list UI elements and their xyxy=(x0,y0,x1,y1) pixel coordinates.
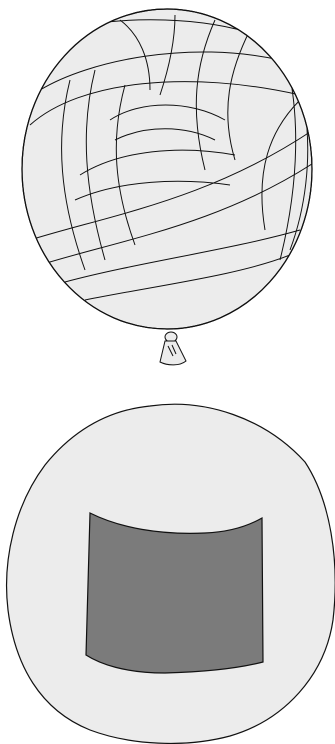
yarn-ball-balloon xyxy=(22,9,318,365)
balloon-knot xyxy=(160,332,186,365)
dark-panel xyxy=(86,513,263,673)
balloon-body xyxy=(22,9,312,329)
round-disc-with-dark-panel xyxy=(7,404,335,743)
